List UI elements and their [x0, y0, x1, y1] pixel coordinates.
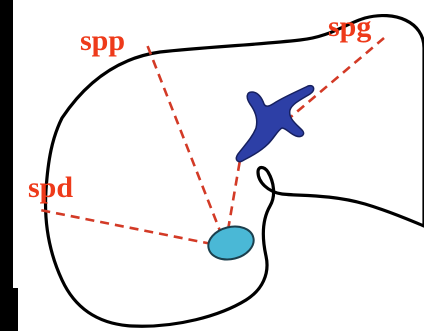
dashed-line-spp: [144, 41, 224, 237]
left-edge-band: [0, 0, 13, 331]
label-spd: spd: [28, 171, 73, 204]
dashed-line-spg-lower: [226, 159, 242, 231]
left-edge-band-lower: [0, 288, 18, 331]
vessel-shape: [235, 84, 315, 163]
gallbladder-shape: [207, 225, 255, 261]
label-spp: spp: [80, 24, 125, 57]
liver-outline: [43, 13, 424, 328]
label-spg: spg: [328, 10, 371, 43]
